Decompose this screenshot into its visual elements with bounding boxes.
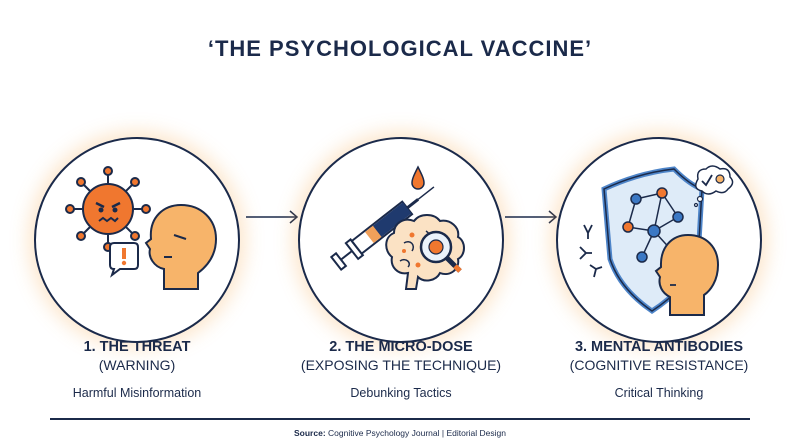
source-text: Cognitive Psychology Journal | Editorial… bbox=[325, 428, 506, 438]
shield-and-head-icon bbox=[579, 165, 734, 316]
stage-1-description: Harmful Misinformation bbox=[72, 386, 202, 400]
stage-3-circle bbox=[556, 137, 762, 343]
stage-1-circle bbox=[34, 137, 240, 343]
stage-2-heading: 2. THE MICRO-DOSE bbox=[329, 339, 473, 355]
stage-2-caption: 2. THE MICRO-DOSE (EXPOSING THE TECHNIQU… bbox=[291, 338, 511, 400]
stage-3-subheading: (COGNITIVE RESISTANCE) bbox=[569, 357, 749, 373]
stage-2-subheading: (EXPOSING THE TECHNIQUE) bbox=[300, 357, 502, 373]
stage-2-description: Debunking Tactics bbox=[350, 386, 452, 400]
footer-divider bbox=[50, 418, 750, 420]
source-note: Source: Cognitive Psychology Journal | E… bbox=[0, 428, 800, 438]
arrow-1-icon bbox=[246, 210, 299, 224]
arrow-2-icon bbox=[505, 210, 558, 224]
stage-1-subheading: (WARNING) bbox=[98, 357, 176, 373]
stage-1-heading: 1. THE THREAT bbox=[83, 339, 191, 355]
syringe-and-brain-icon bbox=[329, 165, 465, 290]
stage-3-caption: 3. MENTAL ANTIBODIES (COGNITIVE RESISTAN… bbox=[549, 338, 769, 400]
virus-and-head-icon bbox=[65, 166, 218, 290]
stage-2-circle bbox=[298, 137, 504, 343]
source-label: Source: bbox=[294, 428, 326, 438]
stage-1-caption: 1. THE THREAT (WARNING) Harmful Misinfor… bbox=[27, 338, 247, 400]
page-title: ‘THE PSYCHOLOGICAL VACCINE’ bbox=[207, 36, 593, 61]
stage-3-heading: 3. MENTAL ANTIBODIES bbox=[574, 339, 744, 355]
stage-3-description: Critical Thinking bbox=[614, 386, 704, 400]
